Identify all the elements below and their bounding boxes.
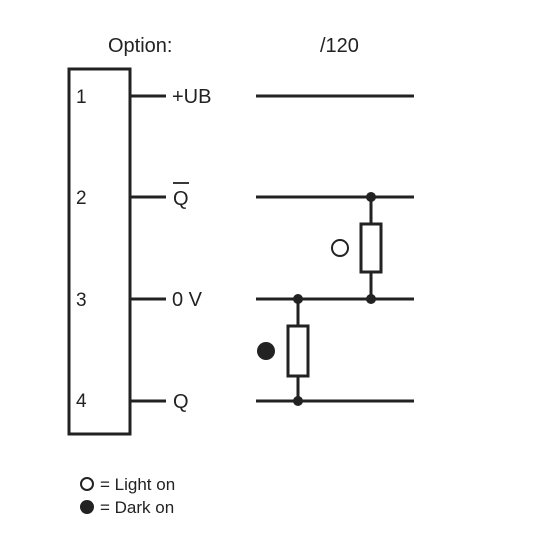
pin-4-number: 4 <box>76 391 87 412</box>
light-on-junction-top <box>366 192 376 202</box>
dark-on-resistor <box>286 324 310 378</box>
pin-2-number: 2 <box>76 188 87 209</box>
pin-3-number: 3 <box>76 290 87 311</box>
light-on-resistor <box>359 222 383 274</box>
signal-q-label: Q <box>173 391 189 413</box>
signal-0v-label: 0 V <box>172 289 203 311</box>
connector-block <box>67 67 132 436</box>
legend-open-circle-icon <box>80 477 94 491</box>
light-on-junction-bottom <box>366 294 376 304</box>
legend-filled-circle-icon <box>80 500 94 514</box>
legend-light-on-text: = Light on <box>100 475 175 494</box>
light-on-symbol-icon <box>331 239 349 257</box>
dark-on-junction-top <box>293 294 303 304</box>
pin-1-number: 1 <box>76 87 87 108</box>
variant-label: /120 <box>320 35 359 57</box>
dark-on-symbol-icon <box>257 342 275 360</box>
option-label: Option: <box>108 35 172 57</box>
signal-ub-label: +UB <box>172 86 211 108</box>
legend-dark-on-text: = Dark on <box>100 498 174 517</box>
signal-q-inverted-label: Q <box>173 188 189 210</box>
dark-on-junction-bottom <box>293 396 303 406</box>
